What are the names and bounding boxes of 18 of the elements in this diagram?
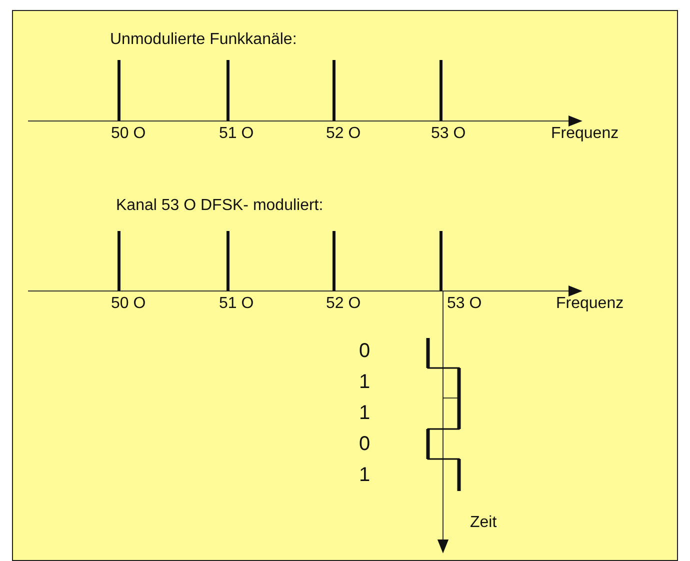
channel-label: 53 O: [447, 296, 482, 312]
bit-label: 0: [359, 434, 370, 454]
channel-label: 50 O: [111, 296, 146, 312]
channel-label: 53 O: [431, 126, 466, 142]
bit-label: 1: [359, 372, 370, 392]
bit-label: 1: [359, 403, 370, 423]
axis-label: Zeit: [470, 515, 497, 531]
axis-label: Frequenz: [551, 126, 619, 142]
channel-label: 52 O: [326, 296, 361, 312]
channel-label: 51 O: [219, 126, 254, 142]
heading: Kanal 53 O DFSK- moduliert:: [116, 198, 324, 214]
bit-label: 0: [359, 341, 370, 361]
channel-label: 52 O: [326, 126, 361, 142]
bit-label: 1: [359, 465, 370, 485]
channel-label: 50 O: [111, 126, 146, 142]
channel-label: 51 O: [219, 296, 254, 312]
heading: Unmodulierte Funkkanäle:: [110, 32, 297, 48]
axis-label: Frequenz: [556, 296, 624, 312]
